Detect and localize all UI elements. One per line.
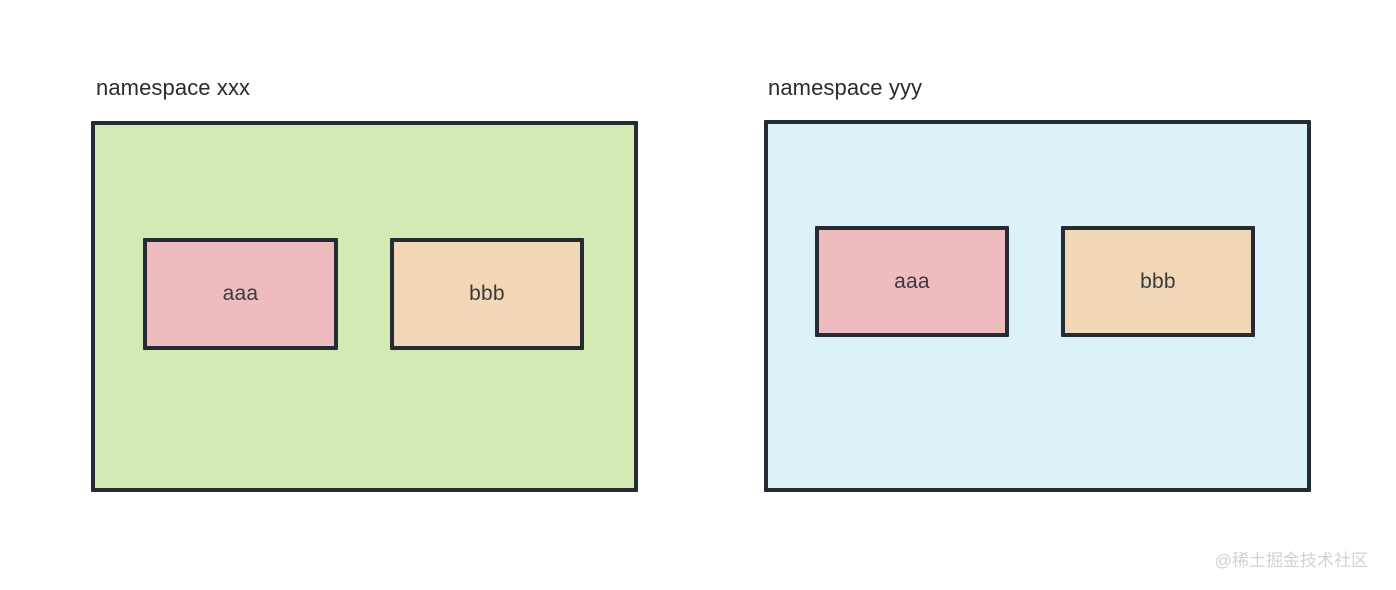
namespace-container-yyy: aaa bbb [764, 120, 1311, 492]
pod-yyy-aaa: aaa [815, 226, 1009, 337]
namespace-container-xxx: aaa bbb [91, 121, 638, 492]
watermark: @稀土掘金技术社区 [1214, 551, 1368, 570]
pod-yyy-bbb: bbb [1061, 226, 1255, 337]
pod-xxx-bbb: bbb [390, 238, 584, 350]
namespace-title-yyy: namespace yyy [768, 75, 923, 100]
pod-xxx-aaa: aaa [143, 238, 338, 350]
namespace-title-xxx: namespace xxx [96, 75, 251, 100]
pod-label: aaa [222, 282, 259, 305]
pod-label: bbb [469, 282, 505, 305]
pod-label: bbb [1140, 269, 1176, 293]
pod-label: aaa [894, 269, 930, 293]
